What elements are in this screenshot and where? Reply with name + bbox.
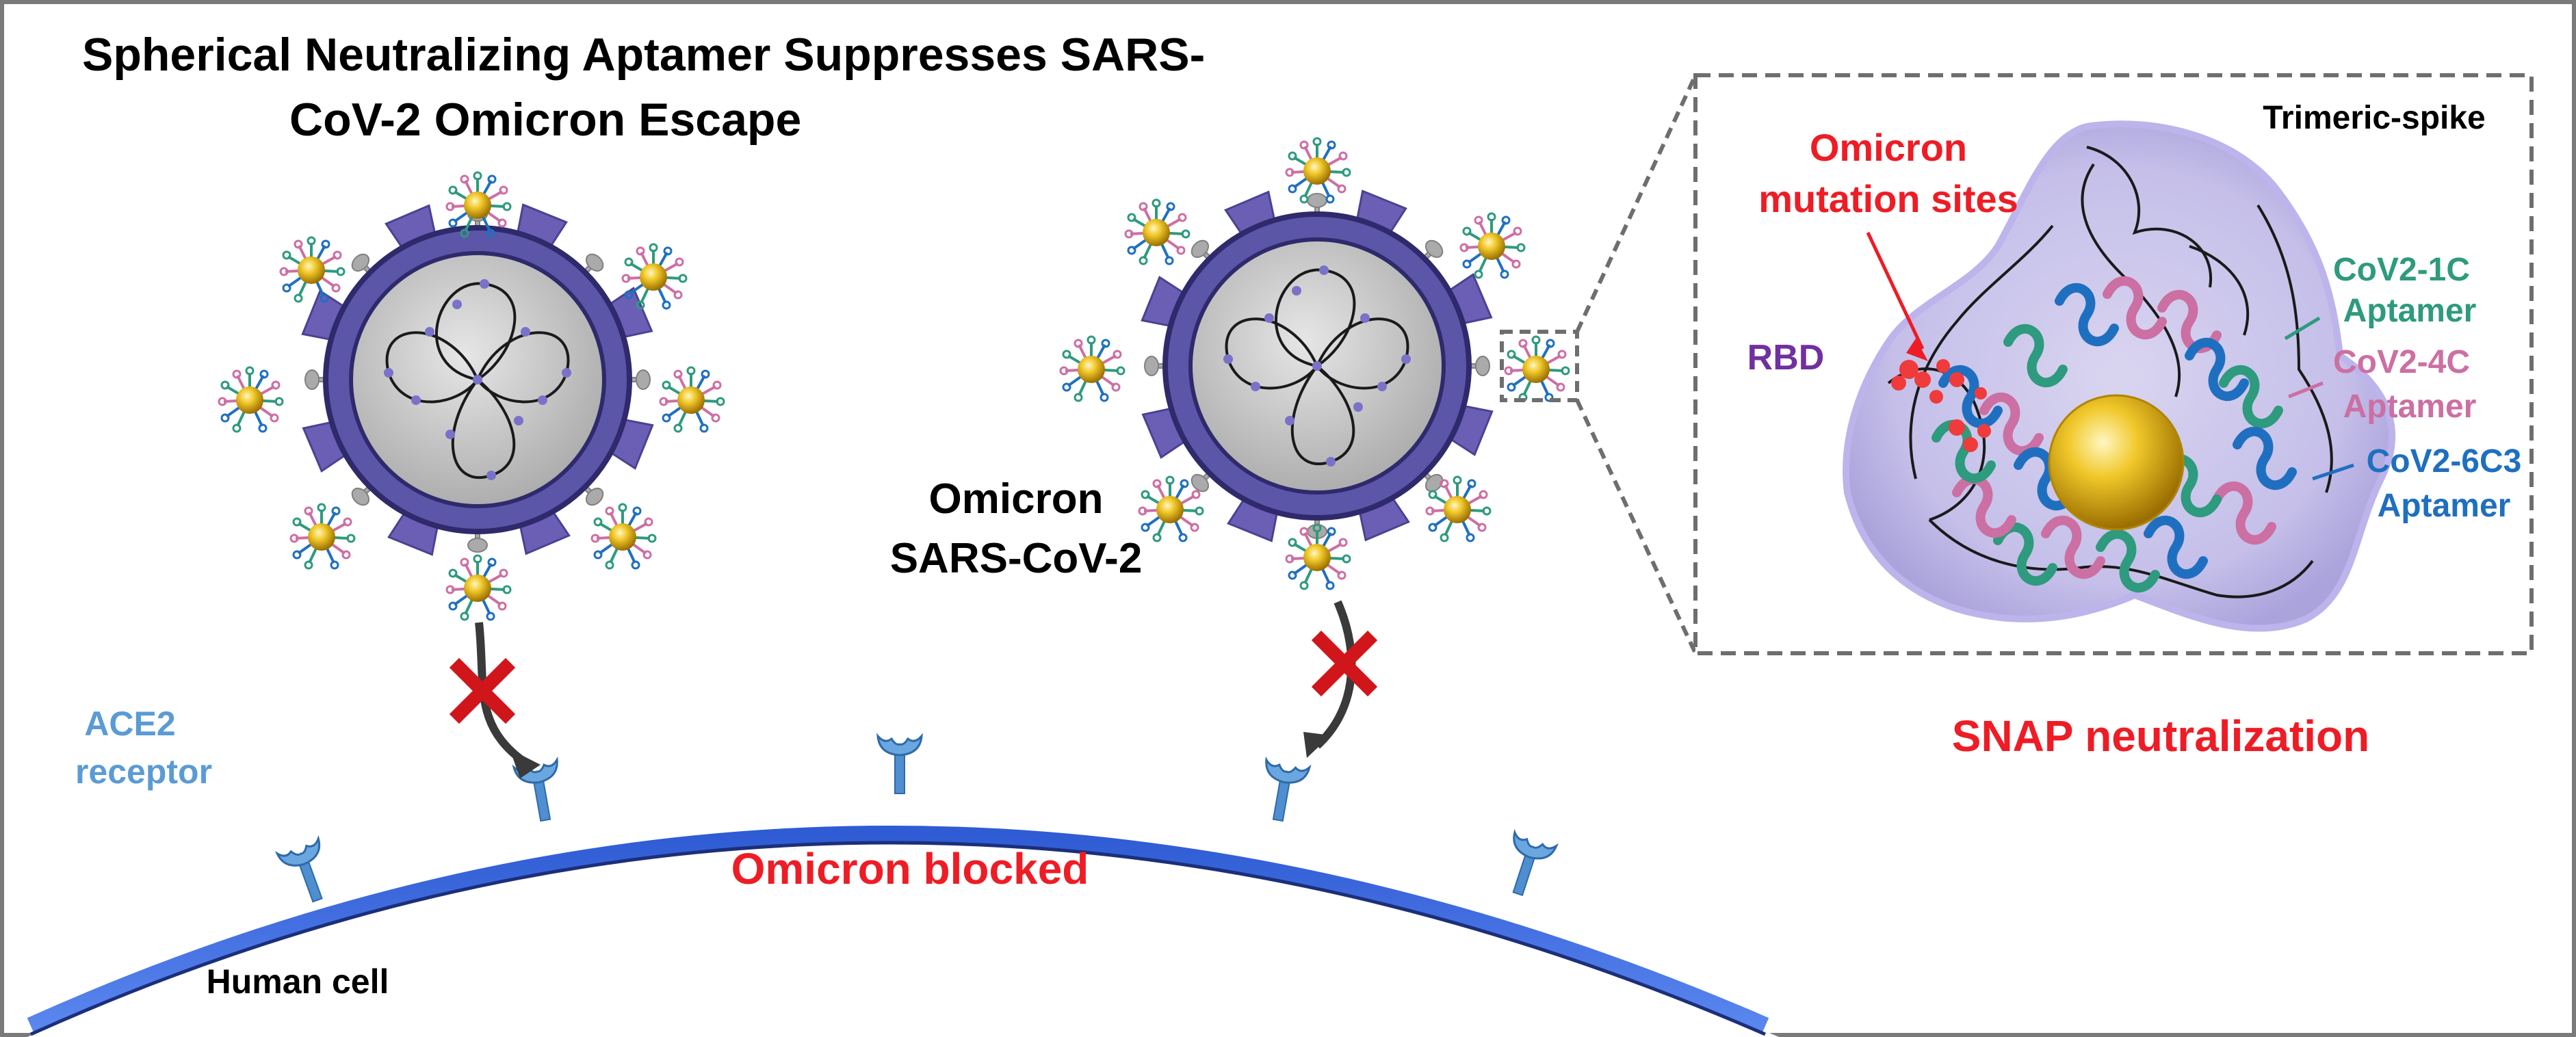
block-x-icon (449, 657, 516, 724)
cov2-1c-label-line-2: Aptamer (2343, 293, 2477, 329)
cell-membrane-edge (29, 841, 1766, 1036)
cov2-6c3-label-line-1: CoV2-6C3 (2367, 443, 2522, 480)
cov2-1c-label-line-1: CoV2-1C (2333, 252, 2470, 288)
mutation-sites-label-line-2: mutation sites (1758, 177, 2018, 220)
rbd-label: RBD (1747, 338, 1825, 378)
block-x-icon (1311, 630, 1378, 697)
cell-membrane (27, 826, 1769, 1034)
trimeric-spike-label: Trimeric-spike (2263, 100, 2486, 136)
central-gold-nanoparticle-icon (2048, 394, 2185, 531)
snap-neutralization-label: SNAP neutralization (1952, 711, 2369, 761)
omicron-blocked-label: Omicron blocked (731, 844, 1089, 893)
human-cell-label: Human cell (207, 962, 389, 1001)
cov2-6c3-leader-line (2312, 463, 2354, 481)
zoom-source-box (1500, 330, 1579, 402)
cov2-6c3-label-line-2: Aptamer (2378, 488, 2511, 524)
ace2-label-line-1: ACE2 (84, 705, 175, 743)
cell-interior (27, 843, 1779, 1037)
omicron-virus-label-line-1: Omicron (929, 475, 1104, 523)
cov2-4c-label-line-2: Aptamer (2343, 389, 2477, 425)
virus-particle-icon (301, 203, 654, 556)
curved-arrow-icon (1303, 600, 1356, 758)
zoom-line-top (1575, 74, 1697, 333)
omicron-virus-label-line-2: SARS-CoV-2 (890, 535, 1143, 582)
cov2-4c-leader-line (2288, 381, 2324, 399)
ace2-label-line-2: receptor (75, 752, 212, 791)
zoom-line-bottom (1575, 399, 1697, 655)
virus-particle-icon (1141, 189, 1494, 542)
cov2-1c-leader-line (2284, 316, 2321, 341)
cov2-4c-label-line-1: CoV2-4C (2333, 344, 2470, 380)
mutation-sites (1891, 359, 1991, 452)
mutation-sites-label-line-1: Omicron (1810, 126, 1967, 169)
title-line-1: Spherical Neutralizing Aptamer Suppresse… (82, 29, 1205, 81)
title-line-2: CoV-2 Omicron Escape (289, 94, 801, 146)
mutation-leader-line (1866, 231, 1925, 350)
aptamer-ribbons (1931, 276, 2297, 593)
